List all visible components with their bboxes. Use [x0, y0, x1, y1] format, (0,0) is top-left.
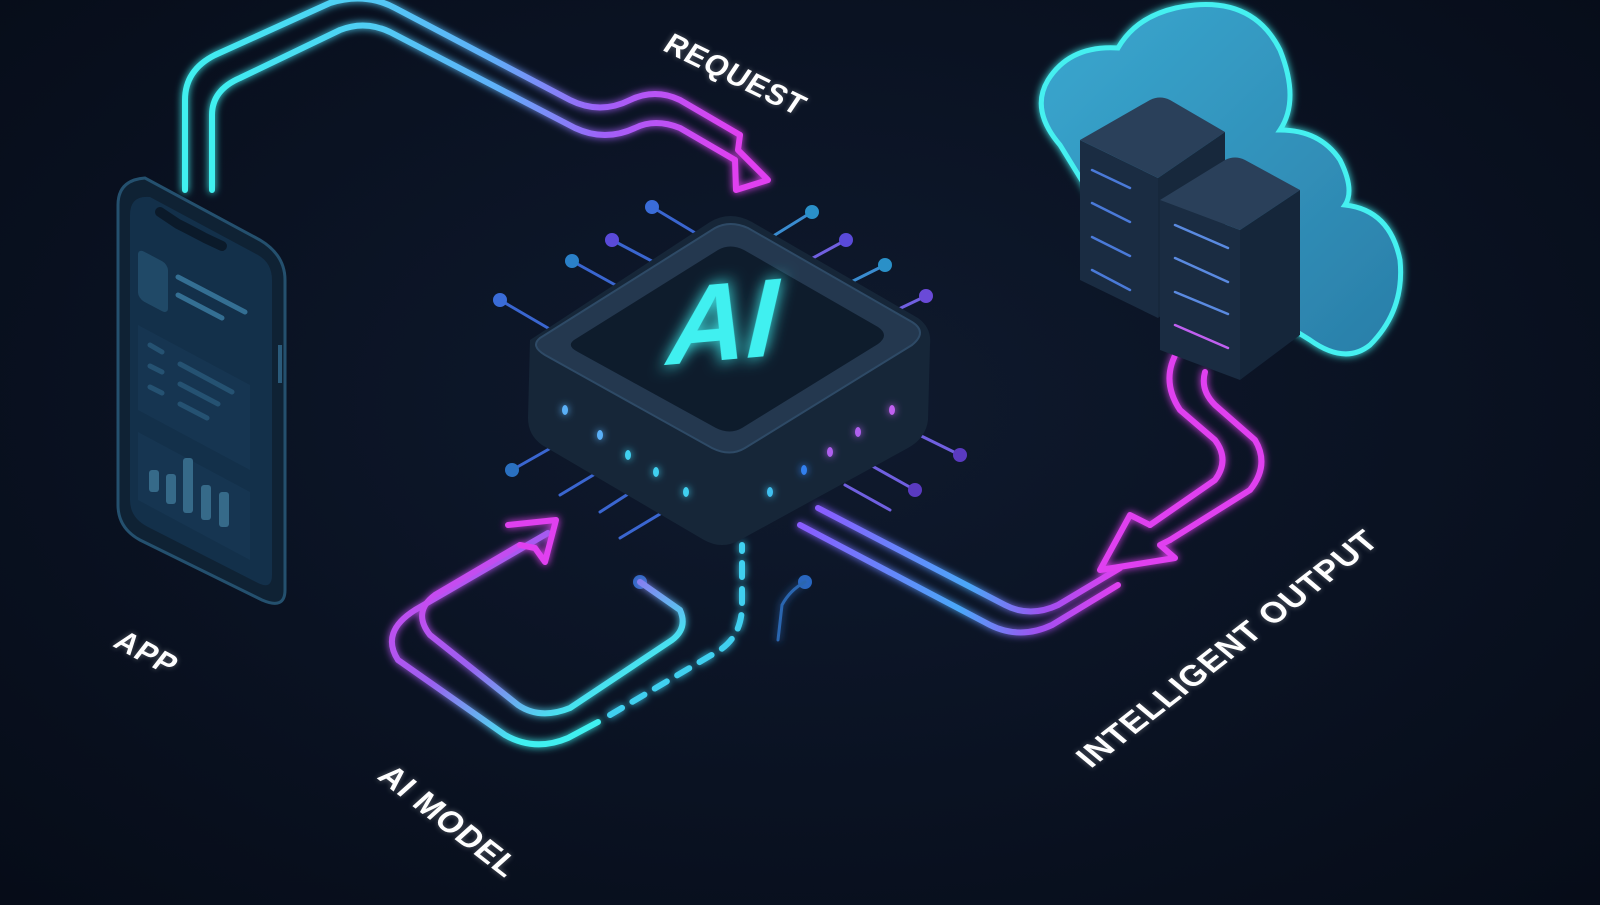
- output-path: [797, 347, 1265, 636]
- cloud-server-icon: [1038, 2, 1404, 380]
- ai-model-path: [388, 517, 807, 748]
- request-path: [182, 0, 771, 193]
- smartphone-icon: [116, 176, 287, 605]
- ai-chip-icon: AI: [528, 216, 931, 545]
